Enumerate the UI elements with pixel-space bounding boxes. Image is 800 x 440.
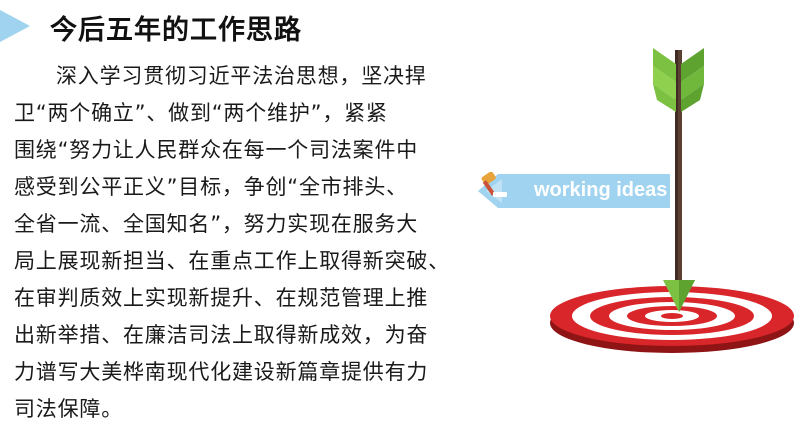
paragraph-line: 深入学习贯彻习近平法治思想，坚决捍: [56, 64, 427, 88]
working-ideas-tag: working ideas: [478, 172, 670, 210]
paragraph-line: 司法保障。: [14, 397, 123, 421]
tag-label: working ideas: [534, 179, 668, 201]
page-title: 今后五年的工作思路: [50, 15, 302, 46]
title-marker-triangle: [0, 10, 30, 42]
arrow-fletching: [653, 48, 676, 82]
gavel-icon: [481, 172, 507, 197]
target-arrow-illustration: [545, 40, 800, 360]
paragraph-line: 全省一流、全国知名”，努力实现在服务大: [14, 212, 419, 236]
paragraph-line: 力谱写大美桦南现代化建设新篇章提供有力: [14, 360, 429, 384]
paragraph-line: 出新举措、在廉洁司法上取得新成效，为奋: [14, 323, 429, 347]
bullseye: [661, 313, 683, 319]
paragraph-line: 卫“两个确立”、做到“两个维护”，紧紧: [14, 101, 388, 125]
paragraph-line: 围绕“努力让人民群众在每一个司法案件中: [14, 138, 419, 162]
paragraph-line: 在审判质效上实现新提升、在规范管理上推: [14, 286, 429, 310]
paragraph-line: 局上展现新担当、在重点工作上取得新突破、: [14, 249, 450, 273]
paragraph-line: 感受到公平正义”目标，争创“全市排头、: [14, 175, 408, 199]
body-paragraph: 深入学习贯彻习近平法治思想，坚决捍 卫“两个确立”、做到“两个维护”，紧紧 围绕…: [14, 58, 484, 428]
